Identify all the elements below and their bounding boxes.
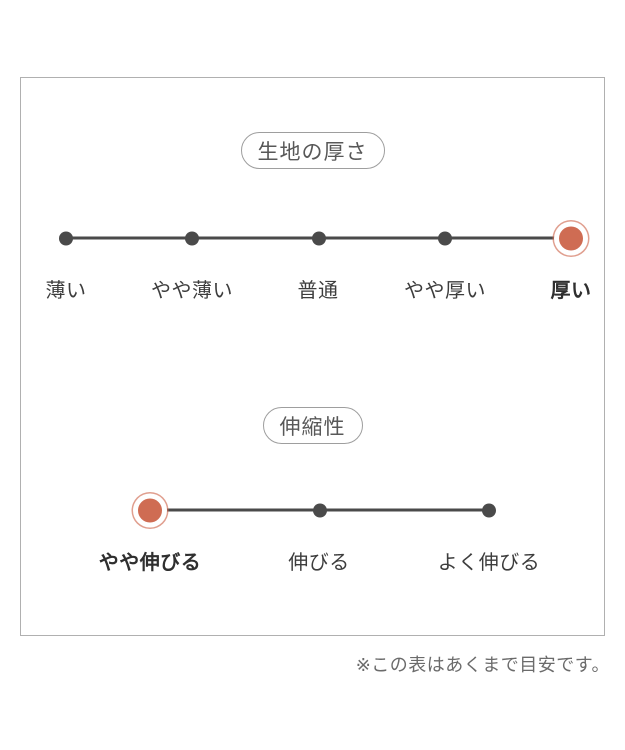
thickness-scale-track [59, 226, 583, 250]
stretch-label-2: 伸びる [288, 552, 350, 574]
thickness-dot-4 [437, 231, 452, 245]
thickness-label-1: 薄い [45, 280, 87, 302]
stretch-dot-2 [312, 503, 327, 517]
thickness-label-5-selected: 厚い [550, 280, 592, 302]
thickness-dot-2 [185, 231, 200, 245]
thickness-label-2: やや薄い [151, 280, 233, 302]
disclaimer-note: ※この表はあくまで目安です。 [355, 655, 610, 675]
stretch-label-3: よく伸びる [437, 552, 541, 574]
stretch-dot-3 [482, 503, 496, 517]
thickness-dot-1 [59, 231, 73, 245]
stretch-title-badge: 伸縮性 [262, 407, 363, 444]
thickness-selected-marker [559, 226, 583, 250]
thickness-title-badge: 生地の厚さ [240, 132, 385, 169]
thickness-dot-3 [311, 231, 326, 245]
thickness-label-4: やや厚い [404, 280, 486, 302]
stretch-selected-marker [138, 498, 162, 522]
thickness-label-3: 普通 [297, 280, 339, 302]
chart-frame: 生地の厚さ 薄い やや薄い 普通 やや厚い 厚い 伸縮性 やや伸びる 伸びる [20, 77, 605, 636]
thickness-title: 生地の厚さ [257, 140, 368, 164]
stretch-label-1-selected: やや伸びる [98, 552, 202, 574]
stretch-scale-track [138, 498, 496, 522]
stretch-title: 伸縮性 [279, 415, 346, 439]
